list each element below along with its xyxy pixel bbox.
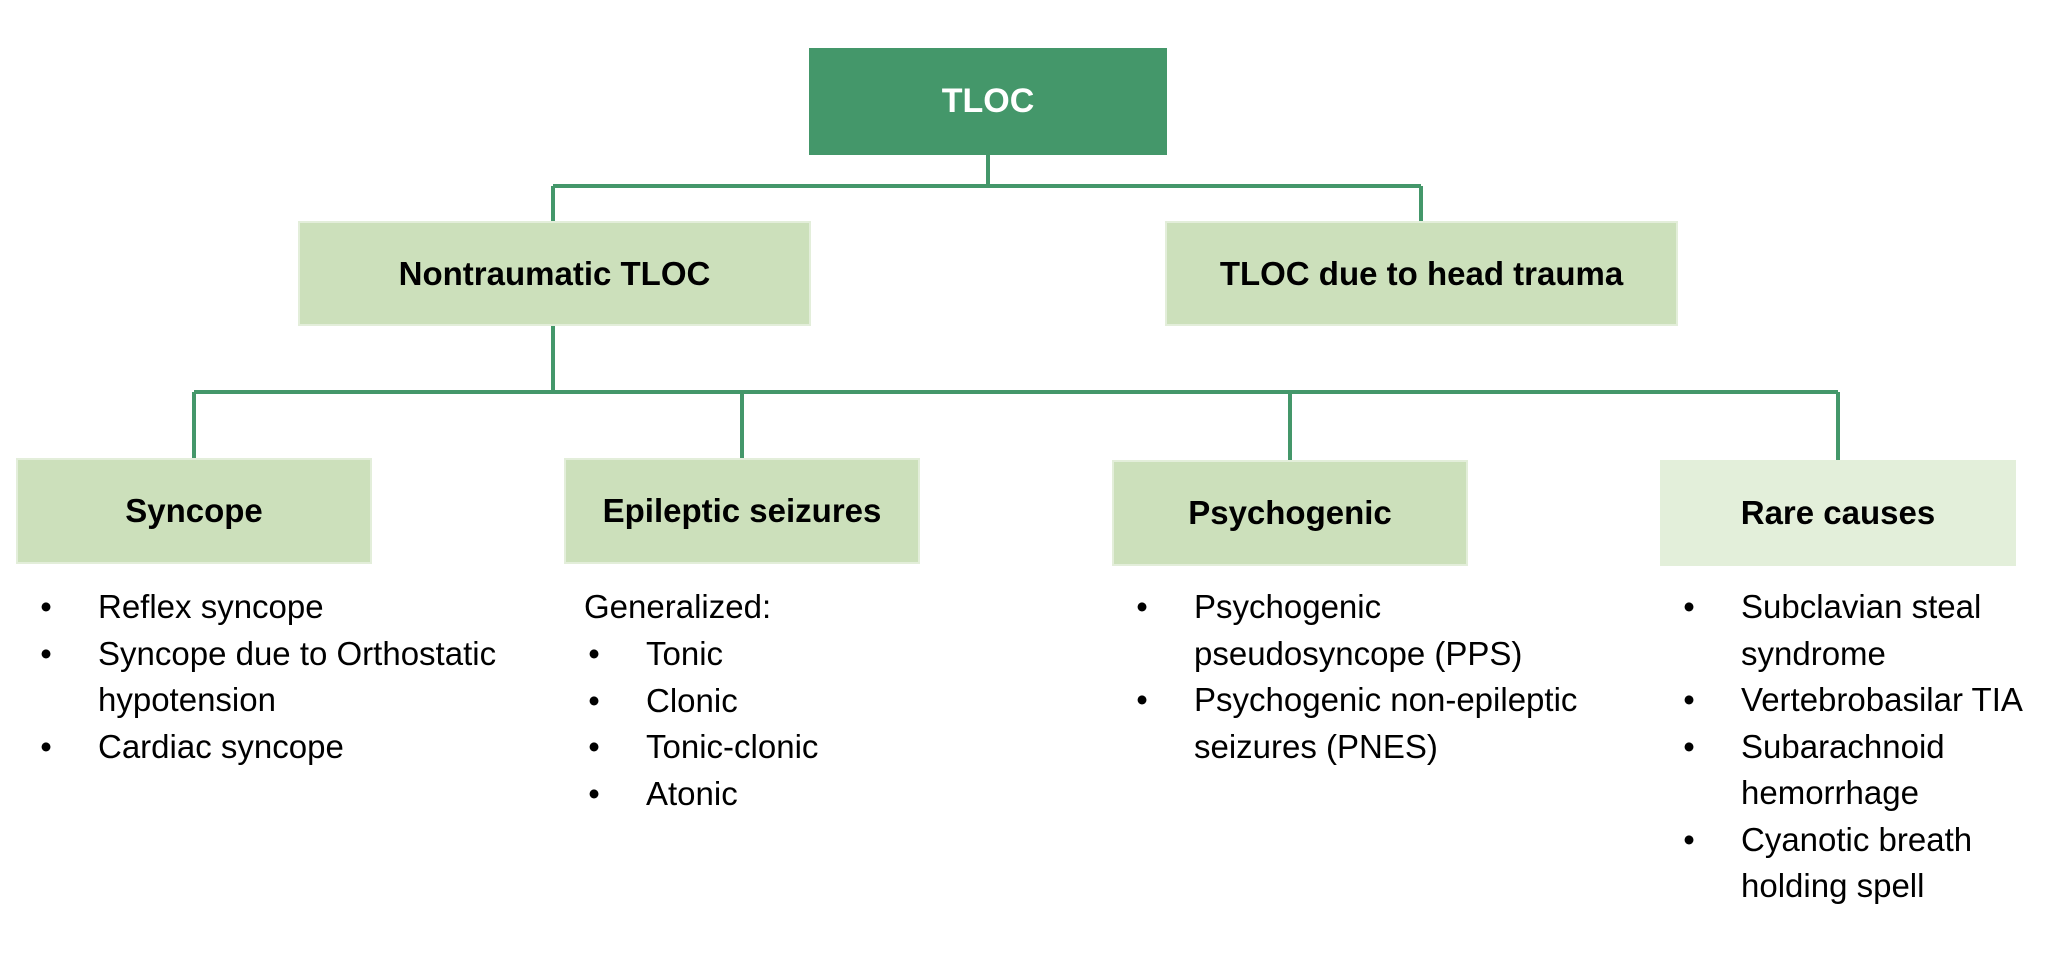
node-tloc-head-trauma: TLOC due to head trauma (1165, 221, 1678, 326)
bullet-icon: • (1683, 820, 1695, 858)
epileptic-seizures-list: • Tonic • Clonic • Tonic-clonic • Atonic (584, 631, 1014, 817)
node-psychogenic: Psychogenic (1112, 460, 1468, 566)
list-item-text: Subarachnoid hemorrhage (1741, 727, 1945, 812)
rare-causes-list: • Subclavian steal syndrome • Vertebrobasi… (1679, 584, 2057, 910)
connector-nontraumatic-to-level2 (192, 326, 1840, 460)
list-item: • Reflex syncope (36, 584, 546, 631)
generalized-heading: Generalized: (584, 588, 772, 625)
list-item: • Tonic (584, 631, 1014, 678)
list-item: • Psychogenic pseudosyncope (PPS) (1132, 584, 1594, 677)
bullet-icon: • (588, 728, 600, 765)
node-nontraumatic-tloc: Nontraumatic TLOC (298, 221, 811, 326)
list-item-text: Tonic-clonic (646, 728, 819, 765)
node-rare-causes: Rare causes (1660, 460, 2016, 566)
list-item: • Subarachnoid hemorrhage (1679, 724, 2031, 817)
list-item: • Syncope due to Orthostatic hypotension (36, 631, 538, 724)
list-item-text: Subclavian steal syndrome (1741, 588, 1982, 672)
bullet-icon: • (40, 634, 52, 672)
list-item: • Tonic-clonic (584, 724, 1014, 771)
list-item: • Cyanotic breath holding spell (1679, 817, 2060, 910)
bullet-icon: • (1683, 727, 1695, 765)
node-nontraumatic-tloc-label: Nontraumatic TLOC (398, 254, 711, 292)
connector-root-to-level1 (551, 155, 1423, 221)
list-item-text: Reflex syncope (98, 588, 324, 625)
psychogenic-list: • Psychogenic pseudosyncope (PPS) • Psycho… (1132, 584, 1632, 770)
node-epileptic-seizures: Epileptic seizures (564, 458, 920, 564)
node-epileptic-seizures-label: Epileptic seizures (602, 492, 882, 529)
list-item: • Clonic (584, 678, 1014, 725)
node-syncope-label: Syncope (125, 492, 263, 529)
bullet-icon: • (1683, 681, 1695, 718)
list-item-text: Atonic (646, 774, 738, 812)
bullet-icon: • (588, 774, 600, 812)
node-rare-causes-label: Rare causes (1740, 494, 1936, 531)
list-item-text: Clonic (646, 681, 738, 719)
node-tloc: TLOC (809, 48, 1167, 155)
node-syncope: Syncope (16, 458, 372, 564)
syncope-list: • Reflex syncope • Syncope due to Orthosta… (36, 584, 546, 770)
list-item-text: Cardiac syncope (98, 727, 344, 765)
list-item-text: Psychogenic pseudosyncope (PPS) (1194, 588, 1523, 672)
node-psychogenic-label: Psychogenic (1188, 494, 1392, 531)
bullet-icon: • (40, 727, 52, 765)
bullet-icon: • (40, 588, 52, 625)
list-item-text: Vertebrobasilar TIA (1741, 681, 2023, 718)
bullet-icon: • (1683, 588, 1695, 625)
bullet-icon: • (588, 681, 600, 719)
bullet-icon: • (1136, 588, 1148, 625)
node-tloc-label: TLOC (941, 82, 1035, 120)
node-tloc-head-trauma-label: TLOC due to head trauma (1219, 254, 1624, 292)
list-item: • Subclavian steal syndrome (1679, 584, 2041, 677)
list-item-text: Tonic (646, 635, 724, 672)
bullet-icon: • (588, 635, 600, 672)
bullet-icon: • (1136, 681, 1148, 718)
list-item-text: Psychogenic non-epileptic seizures (PNES… (1194, 681, 1578, 765)
list-item: • Cardiac syncope (36, 724, 546, 771)
list-item-text: Cyanotic breath holding spell (1741, 820, 1973, 905)
list-item: • Vertebrobasilar TIA (1679, 677, 2060, 724)
list-item: • Psychogenic non-epileptic seizures (PNE… (1132, 677, 1644, 770)
list-item-text: Syncope due to Orthostatic hypotension (98, 634, 497, 719)
list-item: • Atonic (584, 771, 1014, 818)
